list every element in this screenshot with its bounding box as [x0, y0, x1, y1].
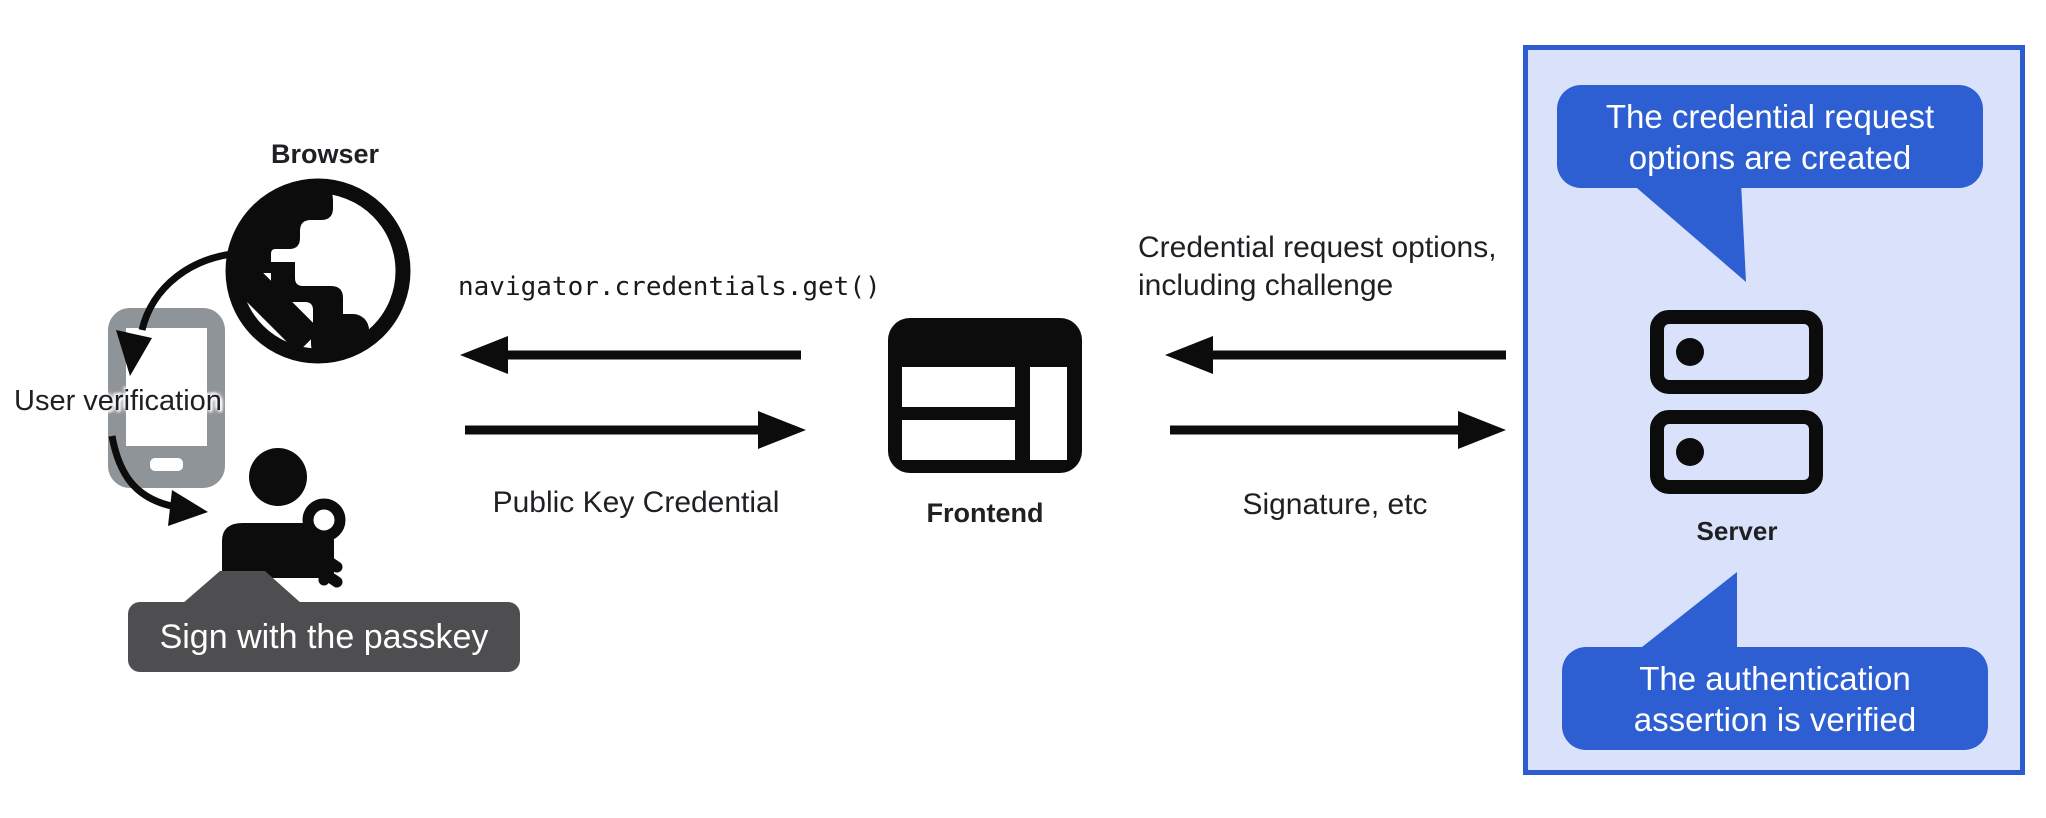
- credential-request-options-line2: including challenge: [1138, 269, 1394, 302]
- assertion-verified-bubble: The authentication assertion is verified: [1562, 647, 1988, 750]
- credential-request-options-line1: Credential request options,: [1138, 231, 1497, 264]
- frontend-node-label: Frontend: [926, 498, 1044, 528]
- server-node-label: Server: [1696, 516, 1778, 546]
- arrow-server-to-frontend: [1165, 336, 1506, 374]
- assertion-verified-line1: The authentication: [1639, 659, 1911, 697]
- browser-node-label: Browser: [270, 139, 380, 169]
- signature-etc-label: Signature, etc: [1242, 488, 1428, 521]
- user-passkey-icon: [222, 448, 346, 588]
- sign-passkey-tooltip-text: Sign with the passkey: [159, 617, 489, 656]
- credentials-get-call-label: navigator.credentials.get(): [458, 272, 881, 302]
- browser-window-icon: [888, 318, 1082, 473]
- arrow-frontend-to-browser: [460, 336, 801, 374]
- request-created-line2: options are created: [1628, 138, 1912, 176]
- assertion-verified-line2: assertion is verified: [1633, 700, 1917, 738]
- server-stack-icon: [1650, 310, 1823, 494]
- request-created-bubble: The credential request options are creat…: [1557, 85, 1983, 188]
- arrow-browser-to-frontend: [465, 411, 806, 449]
- sign-passkey-tooltip: Sign with the passkey: [128, 602, 520, 672]
- request-created-line1: The credential request: [1605, 97, 1935, 135]
- public-key-credential-label: Public Key Credential: [492, 486, 780, 519]
- arrow-frontend-to-server: [1170, 411, 1506, 449]
- user-verification-label: User verification: [14, 385, 222, 417]
- globe-icon: [225, 178, 411, 364]
